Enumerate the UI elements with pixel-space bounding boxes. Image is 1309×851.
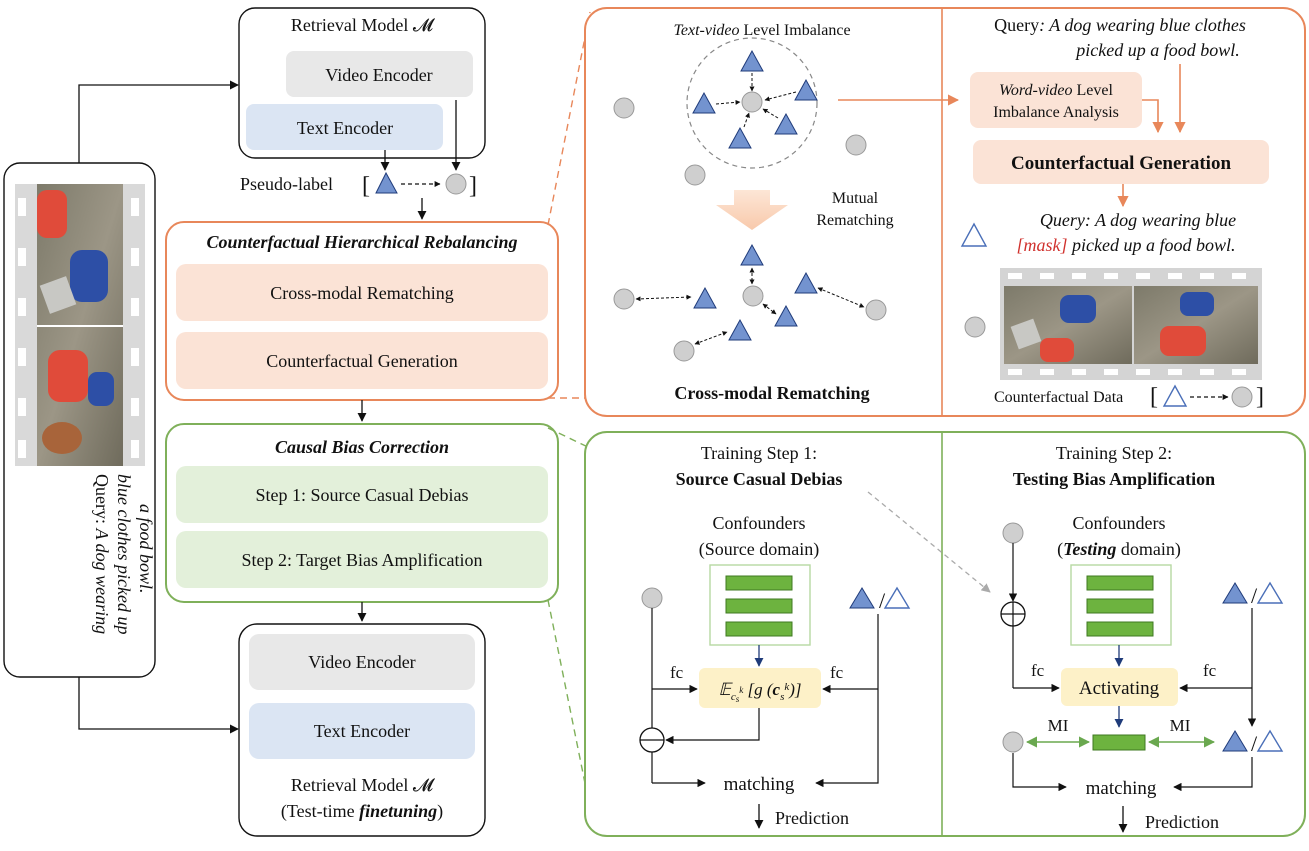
mutual-label-2: Rematching: [816, 212, 893, 229]
svg-text:blue clothes picked up: blue clothes picked up: [114, 474, 134, 634]
step1-slash: /: [879, 588, 886, 613]
step2-video-circle: [1002, 522, 1024, 544]
pseudo-label-video-circle: [445, 173, 467, 195]
cf-data-label: Counterfactual Data: [994, 389, 1123, 406]
activating-box: [1061, 668, 1178, 706]
cbc-item-step2-label: Step 2: Target Bias Amplification: [241, 550, 482, 570]
step1-conf-2: (Source domain): [699, 539, 819, 560]
step1-matching: matching: [724, 774, 795, 795]
step2-video-circle-2: [1002, 731, 1024, 753]
svg-text:a food bowl.: a food bowl.: [136, 504, 156, 594]
pseudo-label-bracket-left: [: [362, 173, 370, 199]
chr-title: Counterfactual Hierarchical Rebalancing: [206, 232, 517, 252]
bottom-model-subtitle: (Test-time finetuning): [281, 801, 443, 822]
cf-data-triangle: [1162, 384, 1188, 407]
expectation-box: [699, 668, 821, 708]
text-video-imbalance-heading: Text-video Level Imbalance: [673, 22, 850, 39]
word-video-analysis-box: [970, 72, 1142, 128]
rematched-graph: [613, 243, 887, 362]
step2-fc-right: fc: [1203, 661, 1217, 680]
cf-generation-box: [973, 140, 1269, 184]
step2-text-triangle-2: [1222, 730, 1248, 752]
step2-conf-2: (Testing domain): [1057, 539, 1181, 560]
rematching-caption: Cross-modal Rematching: [674, 383, 869, 403]
chr-item-cfgen: [176, 332, 548, 389]
top-text-encoder: [246, 104, 443, 150]
imbalance-cluster-ring: [686, 37, 818, 169]
step1-prediction: Prediction: [775, 808, 849, 828]
expectation-formula: 𝔼csk [g (csk)]: [718, 680, 801, 704]
chr-item-rematching: [176, 264, 548, 321]
cbc-item-step2: [176, 531, 548, 588]
mutual-label-1: Mutual: [832, 190, 879, 207]
pseudo-label-text: Pseudo-label: [240, 174, 333, 194]
top-video-encoder: [286, 51, 473, 97]
mutual-rematching-arrow: [716, 190, 788, 230]
step1-video-circle: [641, 587, 663, 609]
cf-video-circle: [964, 316, 986, 338]
step1-title-1: Training Step 1:: [701, 443, 817, 463]
step1-fc-left: fc: [670, 663, 684, 682]
cbc-item-step1: [176, 466, 548, 523]
cf-text-triangle-hollow: [960, 222, 988, 247]
step2-title-1: Training Step 2:: [1056, 443, 1172, 463]
step2-conf-1: Confounders: [1073, 513, 1166, 533]
step1-conf-1: Confounders: [713, 513, 806, 533]
cf-query-line-2: picked up a food bowl.: [1074, 40, 1239, 60]
step2-mi-left: MI: [1048, 716, 1069, 735]
cf-data-circle: [1231, 386, 1253, 408]
step2-cf-triangle: [1256, 581, 1284, 604]
step2-mi-right: MI: [1170, 716, 1191, 735]
masked-query-line-2: [mask] picked up a food bowl.: [1017, 235, 1236, 255]
counterfactual-video-strip: [1000, 268, 1262, 380]
word-video-analysis-line-1: Word-video Level: [999, 82, 1113, 99]
bottom-video-encoder: [249, 634, 475, 690]
step2-amplified-confounder: [1092, 734, 1146, 751]
arrow-sidebar-to-bottom-model: [78, 677, 239, 734]
word-video-analysis-line-2: Imbalance Analysis: [993, 104, 1119, 121]
step2-title-2: Testing Bias Amplification: [1013, 469, 1215, 489]
step1-text-triangle: [849, 587, 875, 609]
bottom-video-encoder-label: Video Encoder: [308, 652, 415, 672]
step2-slash-top: /: [1251, 583, 1258, 608]
bias-correction-detail-panel: [584, 431, 1306, 837]
bottom-text-encoder: [249, 703, 475, 759]
query-sidebar-text: Query: A dog wearing blue clothes picked…: [92, 474, 156, 634]
step2-cf-triangle-2: [1256, 729, 1284, 752]
cbc-title: Causal Bias Correction: [275, 437, 449, 457]
step2-slash-bottom: /: [1251, 731, 1258, 756]
arrow-sidebar-to-top-model: [78, 80, 239, 163]
cf-query-line-1: Query: A dog wearing blue clothes: [994, 15, 1246, 35]
pseudo-label-bracket-right: ]: [469, 173, 477, 199]
top-video-encoder-label: Video Encoder: [325, 65, 432, 85]
step1-cf-triangle: [883, 586, 911, 609]
cf-data-bracket-left: [: [1150, 384, 1158, 410]
step2-fc-left: fc: [1031, 661, 1045, 680]
video-strip-image: [15, 184, 145, 466]
cf-data-bracket-right: ]: [1256, 384, 1264, 410]
masked-query-line-1: Query: A dog wearing blue: [1040, 210, 1236, 230]
top-text-encoder-label: Text Encoder: [297, 118, 393, 138]
chr-item-rematching-label: Cross-modal Rematching: [270, 283, 453, 303]
step1-title-2: Source Casual Debias: [676, 469, 843, 489]
chr-item-cfgen-label: Counterfactual Generation: [266, 351, 457, 371]
bottom-model-title: Retrieval Model 𝓜: [291, 775, 436, 795]
cf-generation-label: Counterfactual Generation: [1011, 153, 1231, 174]
cbc-item-step1-label: Step 1: Source Casual Debias: [256, 485, 469, 505]
activating-label: Activating: [1079, 678, 1160, 699]
svg-text:Query: A dog wearing: Query: A dog wearing: [92, 474, 112, 634]
bottom-text-encoder-label: Text Encoder: [314, 721, 410, 741]
imbalance-cluster-triangles: [692, 49, 818, 149]
step1-fc-right: fc: [830, 663, 844, 682]
step2-prediction: Prediction: [1145, 812, 1219, 832]
pseudo-label-text-triangle: [375, 171, 398, 194]
top-model-title: Retrieval Model 𝓜: [291, 15, 436, 35]
unmatched-video-circles: [613, 97, 867, 186]
step2-text-triangle: [1222, 582, 1248, 604]
step2-matching: matching: [1086, 778, 1157, 799]
